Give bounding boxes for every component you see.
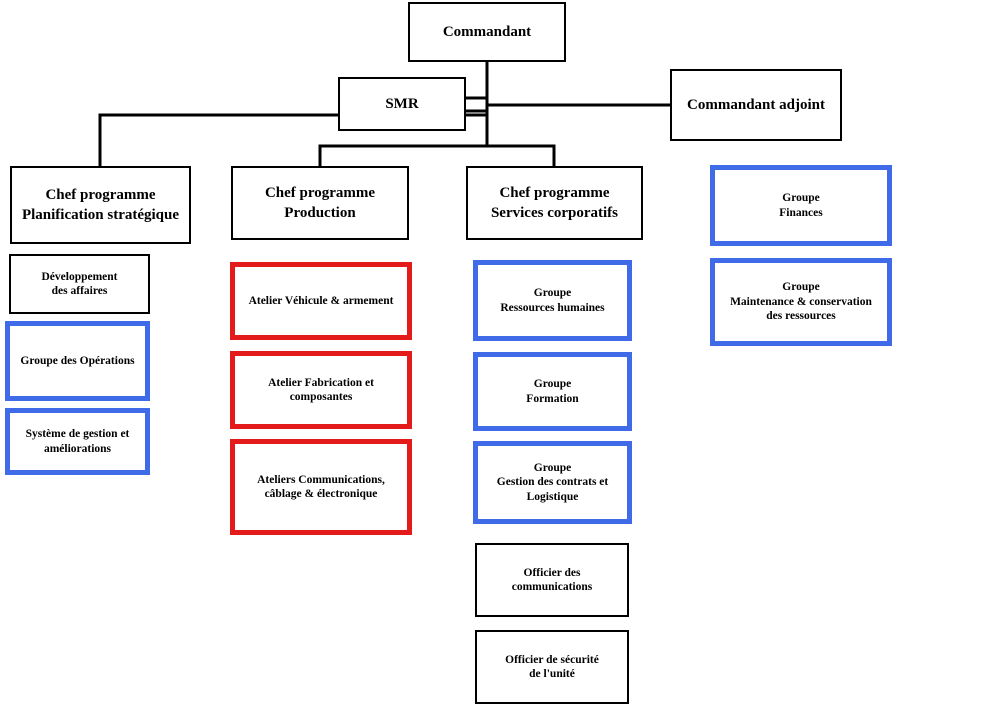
- atelier-fabrication-line-2: composantes: [289, 391, 353, 403]
- groupe-finances-line-1: Groupe: [782, 192, 820, 205]
- developpement-line-1: Développement: [41, 270, 118, 283]
- systeme-gestion-line-2: améliorations: [43, 442, 112, 455]
- groupe-formation-line-1: Groupe: [533, 378, 572, 391]
- smr-title: SMR: [385, 95, 419, 112]
- groupe-contrats-logistique-box: Groupe Gestion des contrats et Logistiqu…: [473, 441, 632, 524]
- groupe-finances-line-2: Finances: [779, 206, 823, 219]
- groupe-maintenance-box: Groupe Maintenance & conservation des re…: [710, 258, 892, 346]
- groupe-rh-line-2: Ressources humaines: [500, 301, 605, 314]
- atelier-fabrication-line-1: Atelier Fabrication et: [268, 376, 374, 389]
- groupe-ressources-humaines-box: Groupe Ressources humaines: [473, 260, 632, 341]
- officier-securite-box: Officier de sécurité de l'unité: [475, 630, 629, 704]
- connector-to-production-services: [318, 144, 556, 169]
- officier-communications-line-2: communications: [511, 581, 593, 593]
- groupe-maintenance-line-2: Maintenance & conservation: [730, 295, 872, 308]
- officier-communications-box: Officier des communications: [475, 543, 629, 617]
- chef-services-line-1: Chef programme: [499, 184, 610, 201]
- ateliers-communications-line-2: câblage & électronique: [264, 488, 378, 500]
- officier-communications-line-1: Officier des: [523, 566, 581, 579]
- commandant-box: Commandant: [408, 2, 566, 62]
- chef-planification-line-2: Planification stratégique: [21, 207, 180, 223]
- commandant-title: Commandant: [442, 23, 532, 40]
- atelier-vehicule-line-1: Atelier Véhicule & armement: [248, 294, 394, 307]
- groupe-rh-line-1: Groupe: [533, 287, 572, 300]
- developpement-line-2: des affaires: [51, 285, 108, 297]
- chef-planification-box: Chef programme Planification stratégique: [10, 166, 191, 244]
- groupe-maintenance-line-1: Groupe: [782, 281, 820, 294]
- groupe-contrats-line-3: Logistique: [526, 490, 579, 503]
- groupe-operations-box: Groupe des Opérations: [5, 321, 150, 401]
- groupe-contrats-line-2: Gestion des contrats et: [496, 476, 609, 489]
- groupe-formation-line-2: Formation: [526, 392, 579, 405]
- chef-services-box: Chef programme Services corporatifs: [466, 166, 643, 240]
- chef-production-line-1: Chef programme: [264, 184, 376, 201]
- ateliers-communications-line-1: Ateliers Communications,: [257, 473, 385, 486]
- chef-planification-line-1: Chef programme: [45, 186, 156, 203]
- systeme-gestion-box: Système de gestion et améliorations: [5, 408, 150, 475]
- commandant-adjoint-box: Commandant adjoint: [670, 69, 842, 141]
- groupe-finances-box: Groupe Finances: [710, 165, 892, 246]
- developpement-affaires-box: Développement des affaires: [9, 254, 150, 314]
- groupe-formation-box: Groupe Formation: [473, 352, 632, 431]
- atelier-fabrication-box: Atelier Fabrication et composantes: [230, 351, 412, 429]
- chef-production-line-2: Production: [284, 205, 356, 221]
- systeme-gestion-line-1: Système de gestion et: [25, 428, 130, 441]
- chef-services-line-2: Services corporatifs: [490, 205, 619, 221]
- ateliers-communications-box: Ateliers Communications, câblage & élect…: [230, 439, 412, 535]
- groupe-maintenance-line-3: des ressources: [766, 310, 836, 323]
- commandant-adjoint-title: Commandant adjoint: [687, 96, 825, 113]
- groupe-operations-line-1: Groupe des Opérations: [20, 354, 135, 367]
- officier-securite-line-2: de l'unité: [529, 668, 575, 680]
- smr-box: SMR: [338, 77, 466, 131]
- officier-securite-line-1: Officier de sécurité: [505, 653, 599, 666]
- groupe-contrats-line-1: Groupe: [533, 461, 572, 474]
- atelier-vehicule-box: Atelier Véhicule & armement: [230, 262, 412, 340]
- chef-production-box: Chef programme Production: [231, 166, 409, 240]
